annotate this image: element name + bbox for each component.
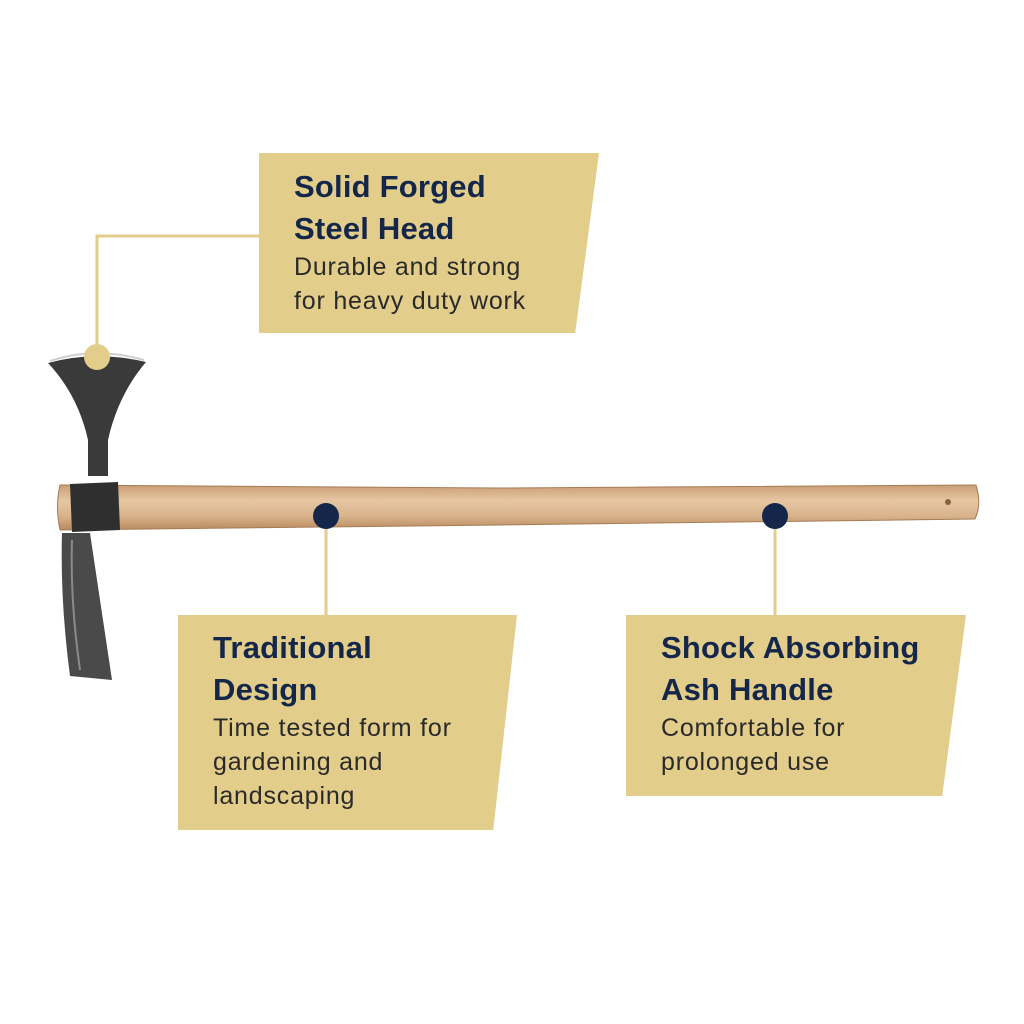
connector-line-head	[95, 234, 259, 357]
head-collar	[70, 482, 120, 532]
feature-description: for heavy duty work	[294, 287, 526, 315]
feature-title: Steel Head	[294, 211, 455, 246]
axe-blade	[48, 356, 146, 476]
callout-dot-design	[313, 503, 339, 529]
feature-box-ash-handle	[626, 615, 966, 796]
handle-hole	[945, 499, 951, 505]
ash-handle	[57, 484, 980, 531]
feature-title: Traditional	[213, 630, 372, 665]
callout-dot-handle	[762, 503, 788, 529]
feature-title: Ash Handle	[661, 672, 834, 707]
callout-dot-head	[84, 344, 110, 370]
feature-description: gardening and	[213, 748, 384, 776]
feature-description: landscaping	[213, 782, 356, 810]
feature-box-steel-head	[259, 153, 599, 333]
feature-description: Comfortable for	[661, 714, 846, 742]
feature-title: Shock Absorbing	[661, 630, 920, 665]
feature-description: Time tested form for	[213, 714, 452, 742]
feature-description: Durable and strong	[294, 253, 522, 281]
feature-traditional-design: Traditional Design Time tested form for …	[213, 627, 452, 813]
feature-ash-handle: Shock Absorbing Ash Handle Comfortable f…	[661, 627, 919, 779]
adze-blade	[61, 533, 112, 680]
feature-description: prolonged use	[661, 748, 830, 776]
feature-box-traditional-design	[178, 615, 517, 830]
feature-steel-head: Solid Forged Steel Head Durable and stro…	[294, 166, 526, 318]
feature-title: Solid Forged	[294, 169, 486, 204]
feature-title: Design	[213, 672, 318, 707]
